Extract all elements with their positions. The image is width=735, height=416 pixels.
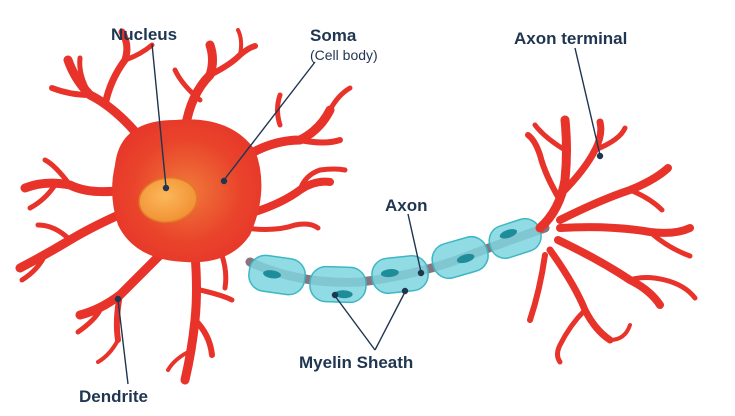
dendrite-label: Dendrite	[79, 387, 148, 406]
soma-label: Soma	[310, 26, 357, 45]
axon-terminal-branches	[525, 115, 698, 365]
axon-terminal-label: Axon terminal	[514, 29, 628, 48]
nucleus-label: Nucleus	[111, 25, 178, 44]
myelin-sheath-label: Myelin Sheath	[299, 353, 414, 372]
soma-sublabel: (Cell body)	[310, 47, 378, 63]
leader-lines	[114, 43, 604, 385]
axon-label: Axon	[385, 196, 428, 215]
myelin-sheath-segments	[248, 217, 542, 304]
